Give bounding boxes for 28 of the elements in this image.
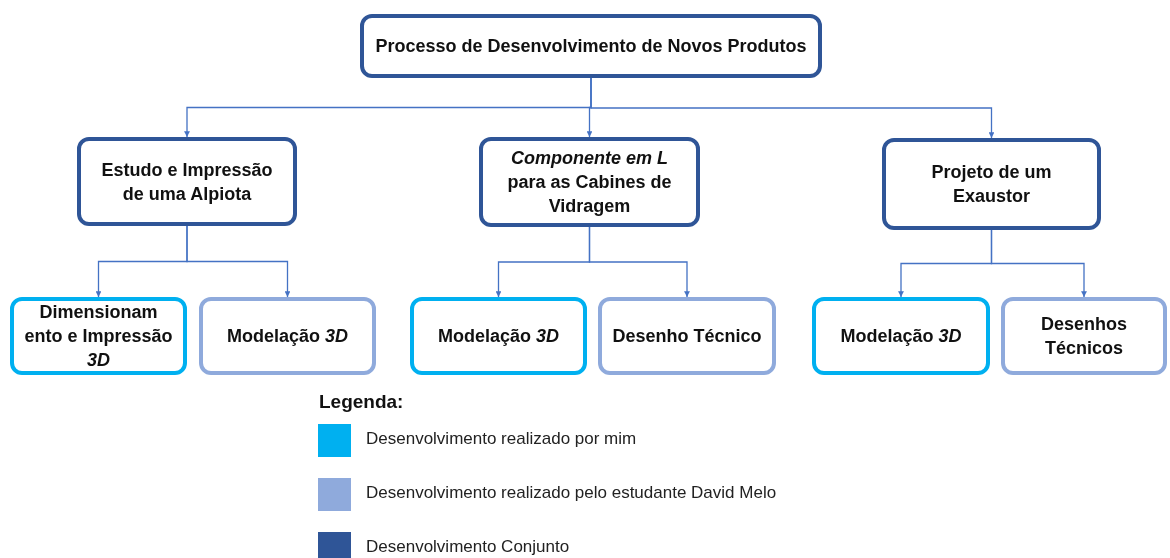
legend-title: Legenda: xyxy=(319,391,404,413)
node-label: Modelação 3D xyxy=(840,325,962,348)
node-label: Modelação 3D xyxy=(437,325,559,348)
process-box xyxy=(598,297,776,375)
process-box xyxy=(812,297,990,375)
node-label: Dimensionam ento e Impressão 3D xyxy=(23,301,174,372)
arrow xyxy=(590,77,995,139)
node-label: Desenho Técnico xyxy=(612,325,762,348)
process-box xyxy=(410,297,587,375)
node-label: Componente em L para as Cabines de Vidragem xyxy=(506,147,673,218)
legend-label: Desenvolvimento realizado pelo estudante David Melo xyxy=(366,483,777,503)
process-box xyxy=(882,138,1101,230)
node-label: Estudo e Impressão de uma Alpiota xyxy=(100,158,274,206)
arrow xyxy=(186,225,291,298)
node-label: Modelação 3D xyxy=(226,325,348,348)
process-box xyxy=(360,14,822,78)
process-box xyxy=(479,137,700,227)
node-label: Projeto de um Exaustor xyxy=(930,161,1053,208)
process-box xyxy=(10,297,187,375)
process-box xyxy=(199,297,376,375)
legend-label: Desenvolvimento Conjunto xyxy=(366,537,570,557)
arrow xyxy=(990,229,1087,298)
process-box xyxy=(1001,297,1167,375)
node-label: Processo de Desenvolvimento de Novos Produtos xyxy=(375,35,807,58)
node-label: Desenhos Técnicos xyxy=(1040,313,1128,360)
process-box xyxy=(77,137,297,226)
legend-label: Desenvolvimento realizado por mim xyxy=(366,429,637,449)
arrow xyxy=(588,226,690,298)
